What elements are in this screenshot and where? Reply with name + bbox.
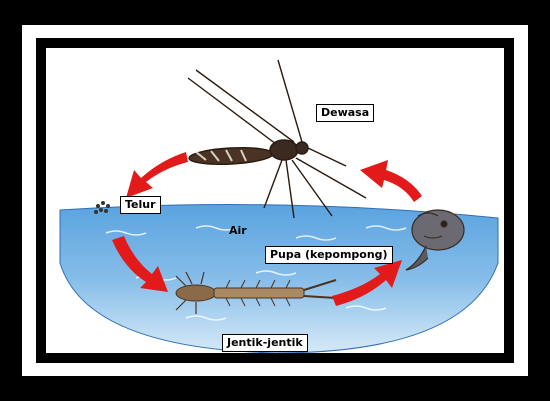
label-adult: Dewasa	[316, 104, 374, 122]
label-pupa: Pupa (kepompong)	[265, 246, 393, 264]
label-water: Air	[229, 224, 247, 238]
label-larva: Jentik-jentik	[222, 334, 308, 352]
adult-mosquito	[188, 60, 366, 218]
arrow-adult-to-egg	[126, 152, 188, 198]
arrow-pupa-to-adult	[360, 160, 422, 202]
life-cycle-illustration	[46, 48, 504, 353]
label-egg: Telur	[120, 196, 161, 214]
life-cycle-scene: Dewasa Telur Air Pupa (kepompong) Jentik…	[46, 48, 504, 353]
